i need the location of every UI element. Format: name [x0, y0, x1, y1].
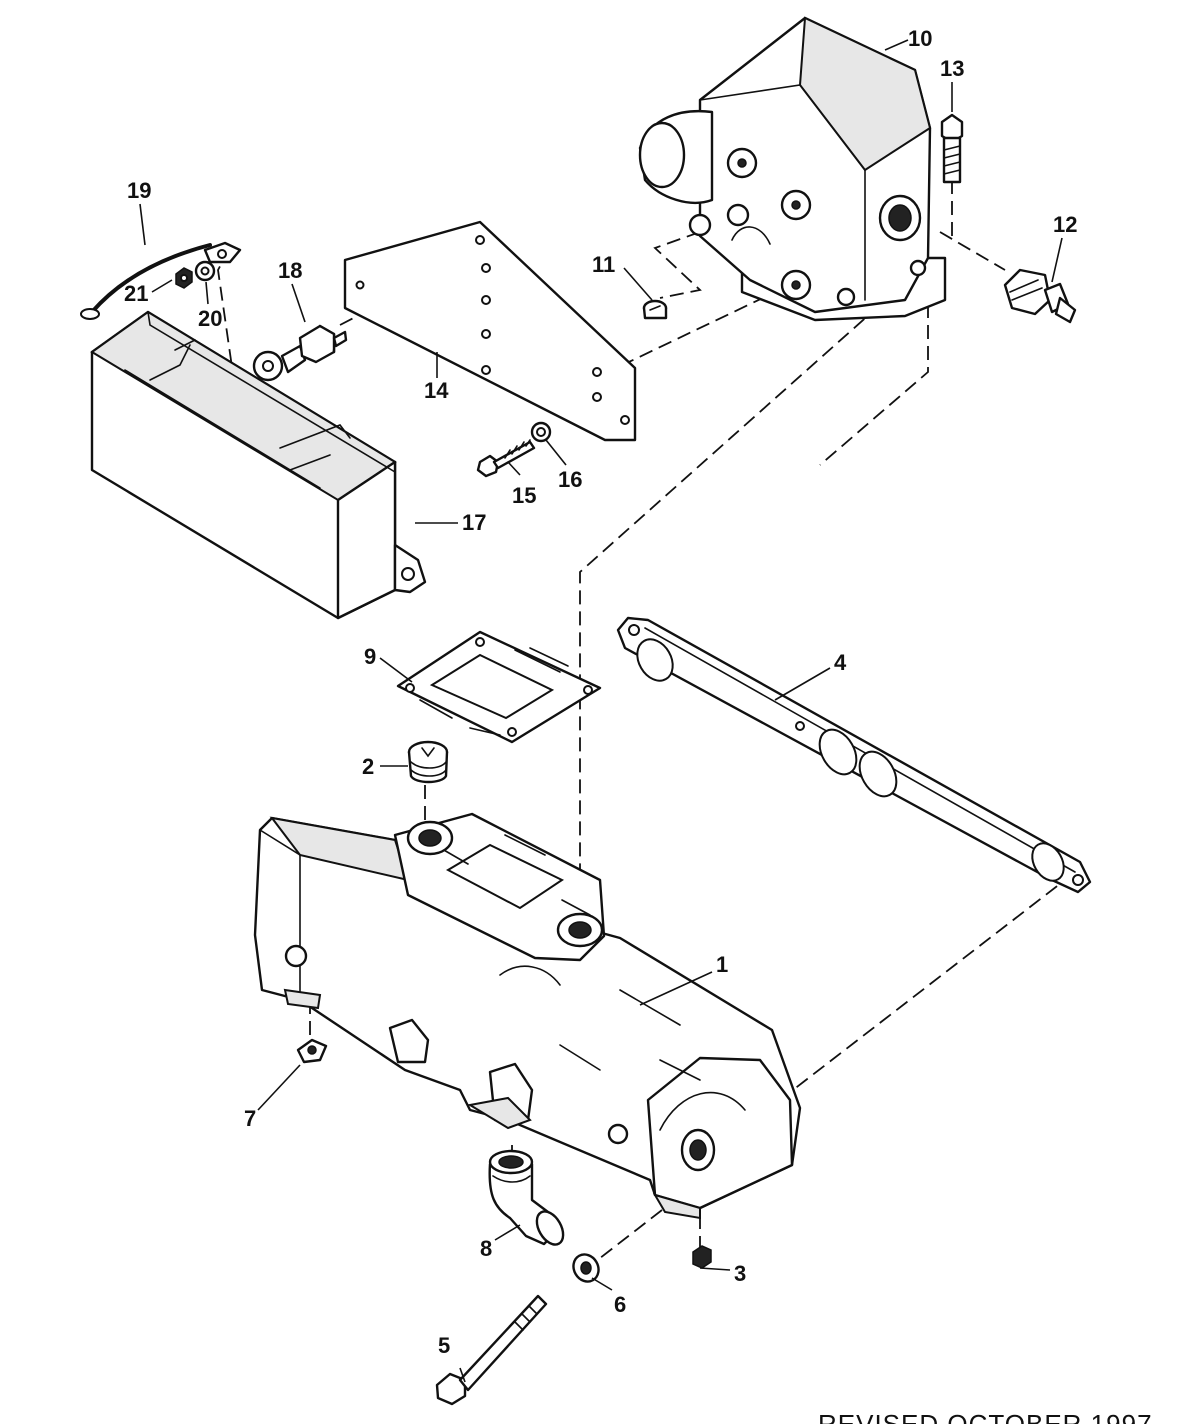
part-sender-12 — [1003, 268, 1077, 324]
callout-8: 8 — [480, 1236, 492, 1261]
part-gasket-9 — [396, 630, 602, 744]
callout-3: 3 — [734, 1261, 746, 1286]
part-clip-7 — [296, 1038, 328, 1064]
revision-footer: REVISED OCTOBER 1997 — [818, 1409, 1153, 1424]
callout-1: 1 — [716, 952, 728, 977]
callout-7: 7 — [244, 1106, 256, 1131]
callout-2: 2 — [362, 754, 374, 779]
part-manifold-1 — [253, 812, 802, 1220]
callout-labels: 1 2 3 4 5 6 7 8 9 10 11 12 13 14 15 16 1… — [124, 26, 1077, 1358]
callout-19: 19 — [127, 178, 151, 203]
part-washer-6 — [572, 1253, 600, 1283]
part-nut-21 — [175, 267, 193, 289]
callout-12: 12 — [1053, 212, 1077, 237]
callout-18: 18 — [278, 258, 302, 283]
callout-5: 5 — [438, 1333, 450, 1358]
part-plug-2 — [407, 740, 449, 784]
part-washer-16 — [530, 421, 552, 443]
part-plug-11 — [642, 299, 668, 320]
callout-9: 9 — [364, 644, 376, 669]
callout-15: 15 — [512, 483, 536, 508]
callout-13: 13 — [940, 56, 964, 81]
part-bracket-14 — [343, 220, 637, 442]
part-washer-20 — [194, 260, 216, 282]
part-elbow-10 — [638, 16, 947, 322]
part-gasket-4 — [616, 616, 1092, 894]
part-elbow-8 — [488, 1149, 565, 1246]
callout-10: 10 — [908, 26, 932, 51]
part-bolt-5 — [435, 1294, 548, 1406]
leader-lines — [139, 39, 1063, 1383]
callout-17: 17 — [462, 510, 486, 535]
part-isolator-18 — [252, 324, 348, 382]
part-strap-19 — [80, 241, 242, 320]
callout-14: 14 — [424, 378, 449, 403]
part-bolt-13 — [940, 113, 964, 184]
callout-16: 16 — [558, 467, 582, 492]
part-bolt-15 — [476, 439, 536, 478]
callout-20: 20 — [198, 306, 222, 331]
part-nut-3 — [692, 1245, 712, 1269]
callout-11: 11 — [592, 252, 615, 277]
part-box-17 — [90, 310, 427, 620]
callout-4: 4 — [834, 650, 847, 675]
callout-21: 21 — [124, 281, 148, 306]
callout-6: 6 — [614, 1292, 626, 1317]
